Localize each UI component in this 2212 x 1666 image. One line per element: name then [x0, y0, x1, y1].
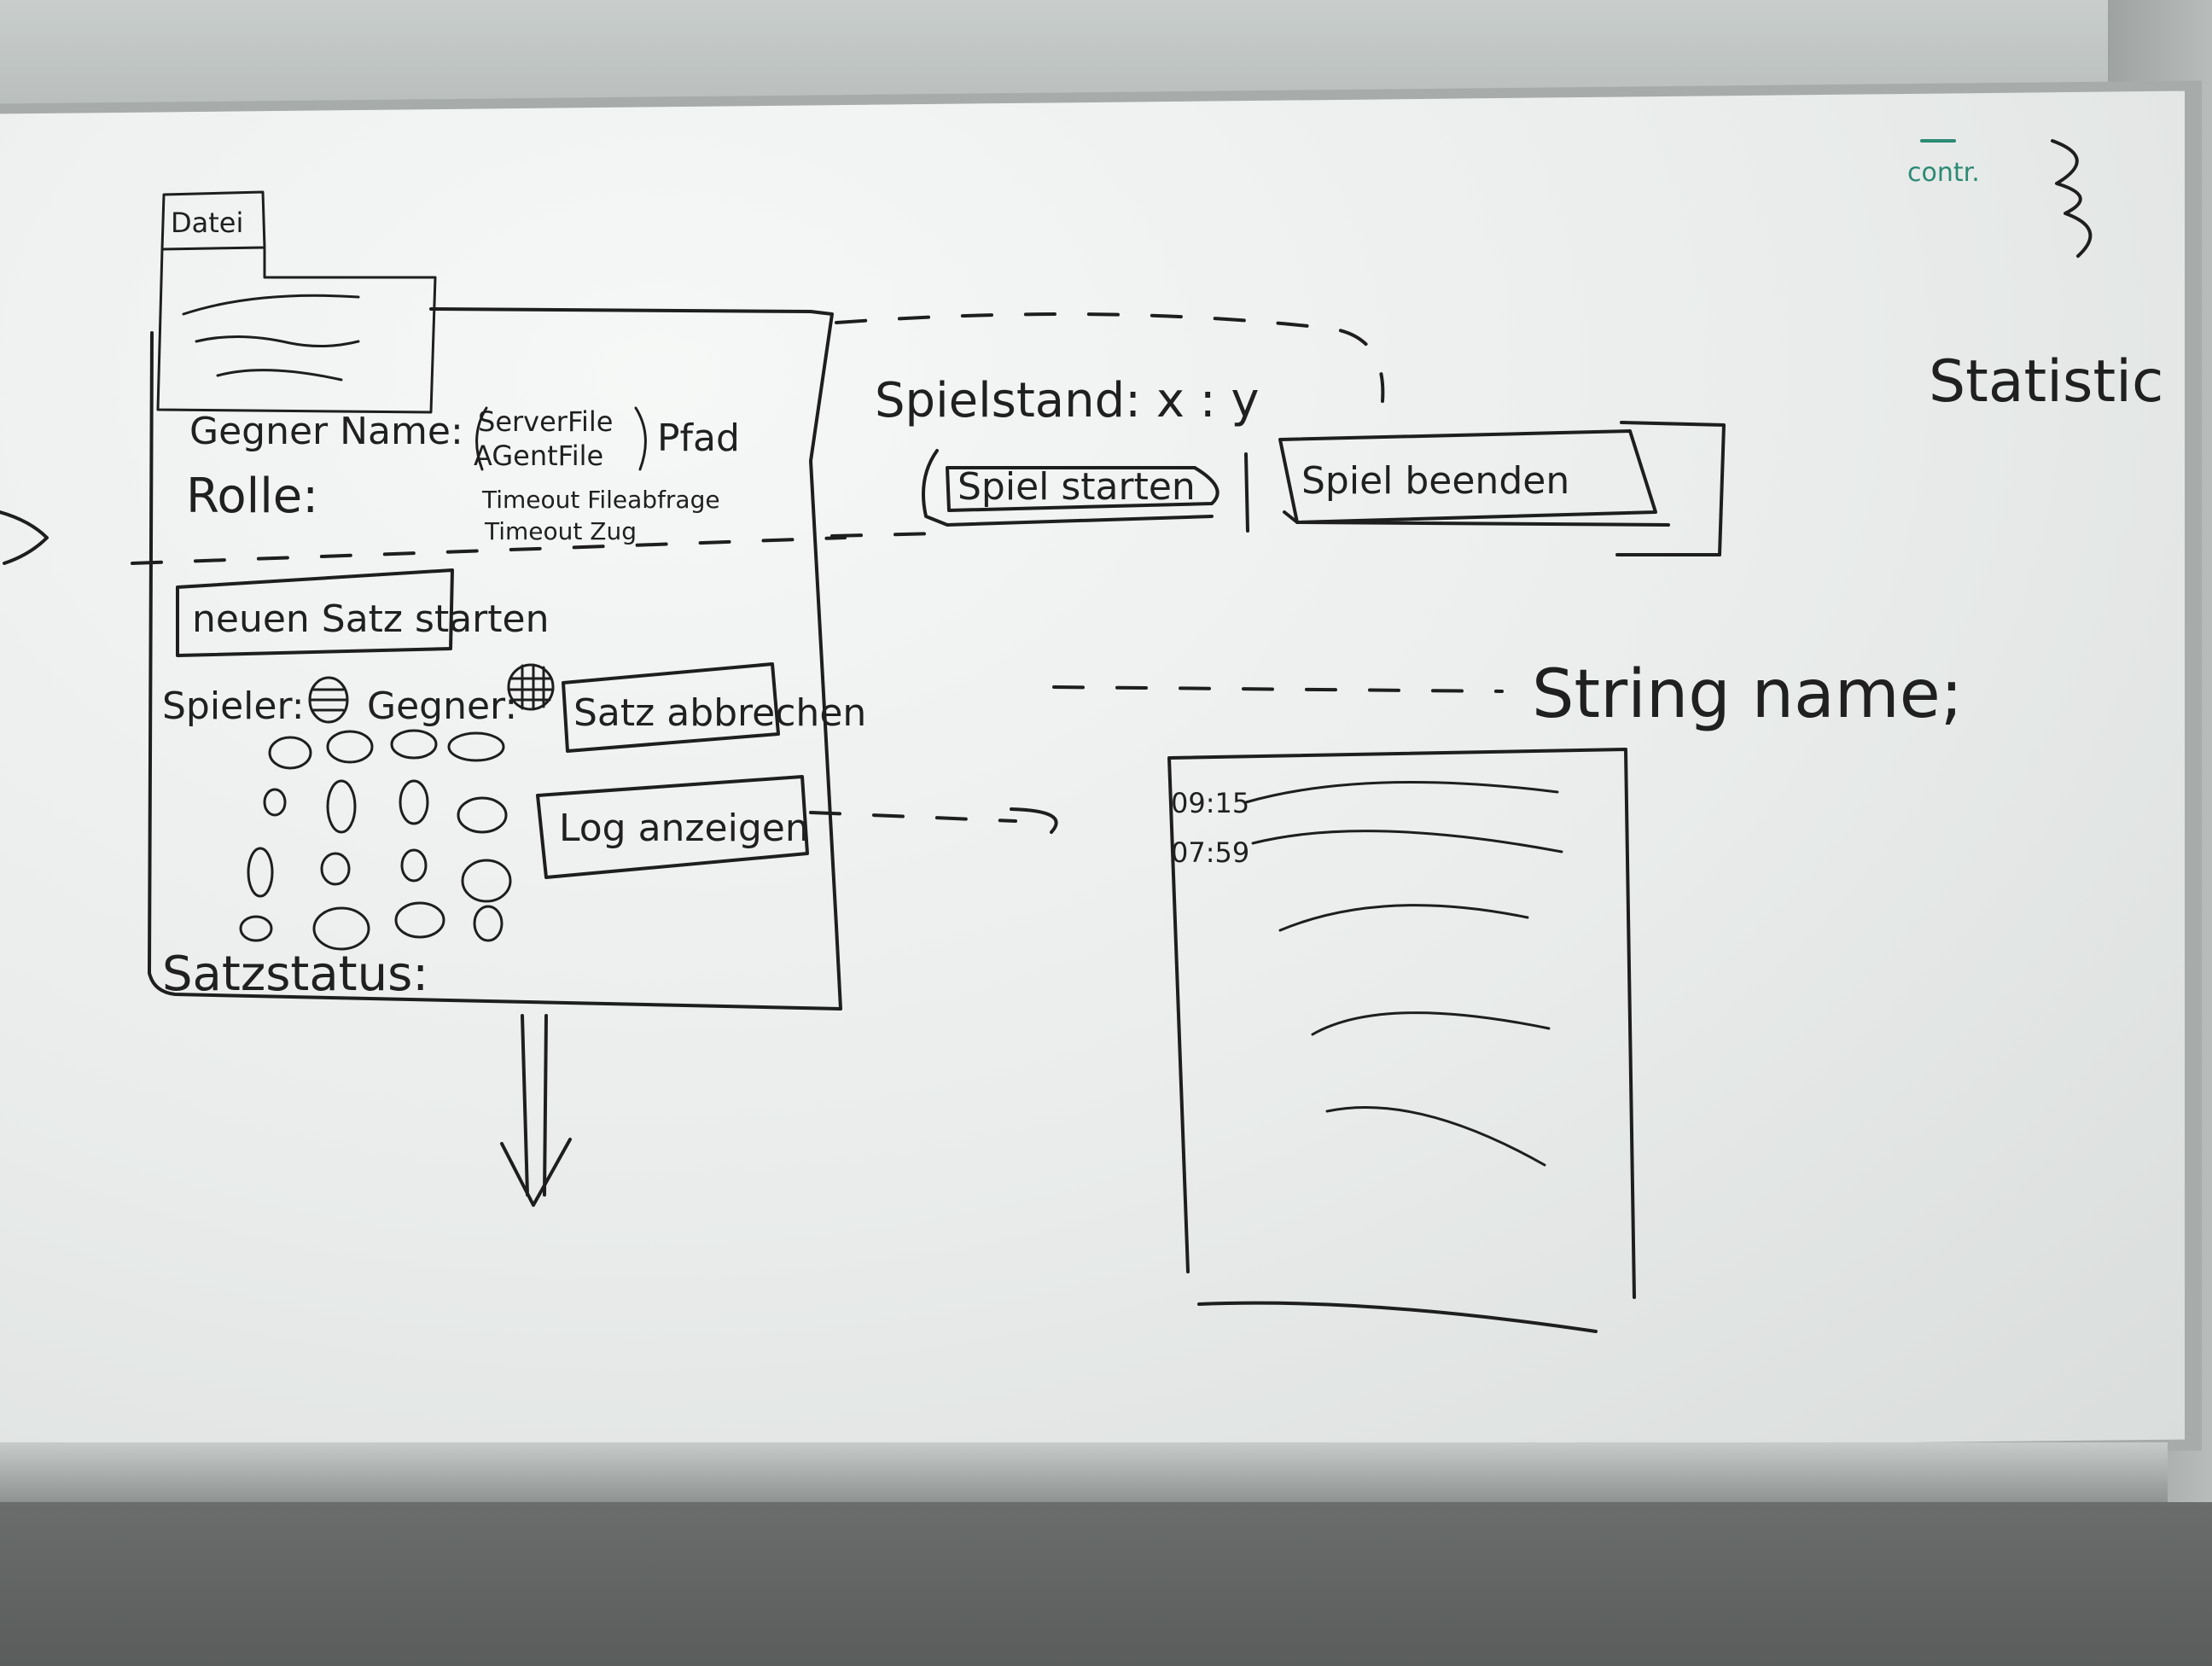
- abort-set-button[interactable]: Satz abbrechen: [573, 691, 866, 735]
- new-set-button-outline: [176, 568, 454, 657]
- log-connector-arrowhead: [1010, 807, 1058, 834]
- connector-dashed-top: [835, 312, 1385, 403]
- marker-tray: [0, 1442, 2168, 1502]
- new-set-button[interactable]: neuen Satz starten: [192, 597, 549, 641]
- start-game-button-outline: [946, 466, 1220, 512]
- down-arrow-icon: [500, 1014, 572, 1207]
- file-menu-outline: [156, 248, 437, 414]
- role-label: Rolle:: [186, 469, 318, 524]
- player-token-icon: [308, 676, 349, 724]
- game-board-grid: [239, 729, 512, 951]
- panel-separator: [1244, 452, 1249, 533]
- serverfile-option[interactable]: ServerFile: [478, 405, 613, 438]
- timeout-move-label: Timeout Zug: [484, 517, 637, 545]
- show-log-button[interactable]: Log anzeigen: [559, 807, 809, 850]
- section-divider: [131, 536, 847, 565]
- string-connector-dashed: [1052, 685, 1504, 693]
- set-status-label: Satzstatus:: [162, 947, 428, 1002]
- log-entry-line: [1244, 780, 1559, 804]
- log-entry-time: 07:59: [1171, 836, 1249, 869]
- end-game-button[interactable]: Spiel beenden: [1301, 459, 1569, 503]
- log-entry-line: [1251, 830, 1563, 853]
- path-label: Pfad: [657, 416, 740, 460]
- show-log-button-outline: [536, 775, 809, 879]
- log-window-bottom: [1197, 1301, 1598, 1333]
- agentfile-option[interactable]: AGentFile: [474, 440, 603, 472]
- log-entry-line: [1278, 904, 1529, 932]
- log-panel-sketch: 09:15 07:59: [809, 748, 1636, 1333]
- left-arrow-icon: [0, 510, 49, 565]
- string-name-note: String name;: [1532, 656, 1963, 733]
- menu-item-line: [182, 294, 360, 316]
- opponent-token-icon: [507, 663, 555, 711]
- abort-set-button-outline: [562, 662, 780, 753]
- file-tab-label[interactable]: Datei: [171, 207, 243, 239]
- timeout-file-label: Timeout Fileabfrage: [481, 486, 720, 514]
- game-panel-sketch: Spielstand: x : y Spiel starten Spiel be…: [830, 312, 1726, 556]
- main-window-frame: [148, 307, 842, 1011]
- log-connector-dashed: [809, 811, 1017, 823]
- connector-dashed-mid: [830, 532, 940, 538]
- menu-item-line: [216, 369, 343, 382]
- option-bracket-left: [475, 406, 488, 471]
- end-game-button-outline: [1278, 429, 1657, 524]
- file-tab-outline: [160, 190, 266, 251]
- log-window-frame: [1167, 748, 1636, 1299]
- corner-note: contr.: [1907, 158, 1980, 188]
- right-notes: Statistic String name; contr.: [1052, 139, 2163, 733]
- start-game-button[interactable]: Spiel starten: [958, 465, 1196, 509]
- log-entry-line: [1311, 1011, 1551, 1036]
- curly-brace-icon: [2051, 139, 2093, 258]
- opponent-name-label: Gegner Name:: [189, 410, 463, 453]
- log-entry-time: 09:15: [1171, 787, 1249, 819]
- wall-bottom: [0, 1502, 2212, 1666]
- main-window-sketch: Datei Gegner Name: Rolle: ServerFile AGe…: [0, 190, 866, 1207]
- log-entry-line: [1325, 1106, 1546, 1167]
- player-label: Spieler:: [162, 684, 305, 728]
- statistic-note: Statistic: [1929, 348, 2163, 416]
- option-bracket-right: [634, 406, 647, 471]
- start-button-bracket: [921, 449, 1214, 527]
- end-game-button-shadow: [1283, 510, 1670, 527]
- opponent-label: Gegner:: [367, 684, 517, 728]
- score-label: Spielstand: x : y: [875, 373, 1260, 428]
- menu-item-line: [195, 335, 360, 348]
- panel-right-bracket: [1615, 421, 1726, 556]
